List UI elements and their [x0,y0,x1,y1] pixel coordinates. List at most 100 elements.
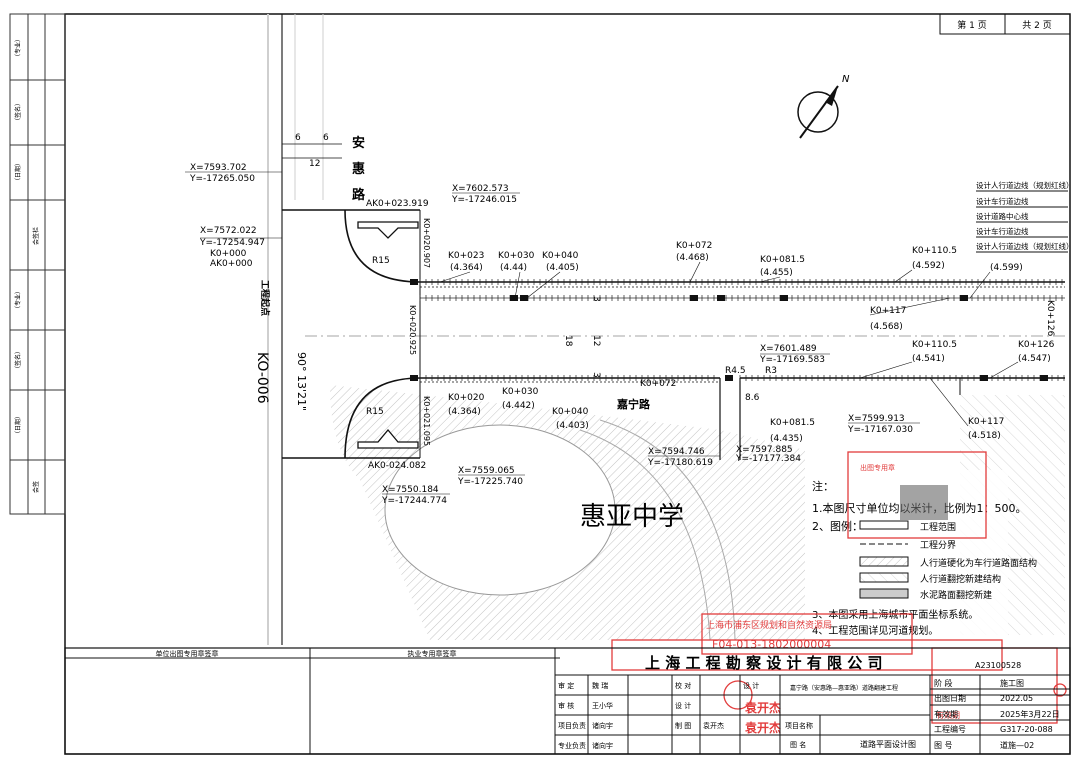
station-elev: (4.403) [556,421,589,431]
cert-number: F04-013-1802000004 [712,638,831,651]
signoff-cell: 诸向宇 [592,741,613,750]
signoff-cell: 袁开杰 [703,721,724,730]
drawing-label: 图 名 [790,740,806,749]
anhui-road-char: 惠 [352,161,365,177]
station-elev: (4.547) [1018,354,1051,364]
station-k: K0+081.5 [770,418,815,428]
coord-x: X=7593.702 [190,163,247,173]
meta-value: G317-20-088 [1000,725,1053,734]
station-label: AK0+000 [210,259,253,269]
station-k: K0+110.5 [912,246,957,256]
coord-y: Y=-17177.384 [735,454,801,464]
station-elev: (4.468) [676,253,709,263]
anhui-road-char: 路 [352,187,366,203]
signoff-cell: 审 核 [558,701,574,710]
dim-label: 12 [591,335,601,346]
cert-code: A23100528 [975,661,1021,670]
station-k: K0+081.5 [760,255,805,265]
meta-key: 阶 段 [934,678,953,688]
dim-label: 3 [591,296,601,302]
field-curve-2 [599,419,736,641]
signoff-cell: 诸向宇 [592,721,613,730]
line-legend: 设计人行道边线（规划红线） 设计车行道边线 设计道路中心线 设计车行道边线 设计… [976,180,1074,253]
legend-note: 工程分界 [920,540,956,551]
sidebar-label: （签名） [14,100,22,124]
control-point [960,295,968,301]
school-name: 惠亚中学 [580,502,684,532]
legend-note: 人行道翻挖新建结构 [920,573,1001,585]
signoff-sidebar: （专业） （签名） （日期） 会签栏 （专业） （签名） （日期） 会签 [9,13,66,515]
titleblock-header: 单位出图专用章签章 [156,649,219,658]
signoff-cell: 设 计 [675,701,691,710]
station-elev: (4.541) [912,354,945,364]
legend-item: 设计人行道边线（规划红线） [976,241,1074,251]
control-point [690,295,698,301]
dim-label: 12 [309,159,320,169]
control-point [980,375,988,381]
station-k: K0+030 [502,387,539,397]
station-elev: (4.364) [450,263,483,273]
sports-field [384,424,616,596]
project-name: 嘉宁路（安惠路—惠亚路）道路翻建工程 [790,684,898,692]
note-2: 2、图例： [812,519,863,533]
coord-x: X=7602.573 [452,184,509,194]
station-elev: (4.518) [968,431,1001,441]
road-edge-ticks [410,279,1065,381]
station-label: K0+020.925 [408,305,417,355]
jianing-road [282,209,1065,460]
direction-arrow-top [357,221,419,239]
radius-label: R4.5 [725,366,746,376]
signoff-cell: 制 图 [675,721,691,730]
coord-x: X=7597.885 [736,445,793,455]
page-number: 第 1 页 [957,19,986,31]
control-point [410,375,418,381]
company-name: 上 海 工 程 勘 察 设 计 有 限 公 司 [645,654,882,672]
station-elev: (4.599) [990,263,1023,273]
page-number-box: 第 1 页 共 2 页 [939,13,1071,35]
intersection-angle: 90° 13'21" [295,352,308,411]
signoff-cell: 设 计 [743,681,759,690]
meta-value: 施工图 [1000,678,1024,688]
sidebar-label: （日期） [14,413,22,437]
legend-note: 人行道硬化为车行道路面结构 [920,557,1037,569]
leader-lines [439,261,1019,427]
control-point [725,375,733,381]
signoff-rows: 审 定魏 瑞校 对设 计审 核王小华设 计项目负责诸向宇制 图袁开杰专业负责诸向… [558,681,759,750]
dim-label: 8.6 [745,393,760,403]
coord-y: Y=-17244.774 [381,496,447,506]
legend-note: 水泥路面翻挖新建 [920,589,992,601]
dim-label: 3 [591,372,601,378]
sidebar-label: （专业） [14,288,22,312]
meta-key: 有效期 [934,709,958,719]
coordinate-labels: X=7593.702 Y=-17265.050 X=7602.573 Y=-17… [185,163,920,506]
start-chainage: KO-006 [254,352,270,404]
coord-x: X=7572.022 [200,226,257,236]
coord-x: X=7559.065 [458,466,515,476]
signoff-cell: 项目负责 [558,721,586,730]
meta-key: 出图日期 [934,693,966,703]
station-label: AK0+023.919 [366,199,429,209]
meta-value: 2025年3月22日 [1000,709,1060,719]
anhui-road-char: 安 [352,135,365,151]
control-point [780,295,788,301]
sidebar-label: （日期） [14,160,22,184]
sidebar-label: （签名） [14,348,22,372]
sidebar-label: 会签 [32,481,40,493]
meta-key: 图 号 [934,741,953,750]
signoff-cell: 校 对 [675,681,691,690]
control-point [520,295,528,301]
control-point [717,295,725,301]
station-k: K0+072 [676,241,712,251]
station-k: K0+040 [542,251,579,261]
coord-y: Y=-17180.619 [647,458,713,468]
chop: 袁开杰 [744,720,781,735]
station-label: K0+000 [210,249,247,259]
signoff-cell: 王小华 [592,701,613,710]
station-label: AK0-024.082 [368,461,426,471]
station-elev: (4.568) [870,322,903,332]
signoff-cell: 魏 瑞 [592,681,608,690]
coord-y: Y=-17225.740 [457,477,523,487]
signoff-cell: 专业负责 [558,741,586,750]
notes-title: 注： [812,479,834,493]
